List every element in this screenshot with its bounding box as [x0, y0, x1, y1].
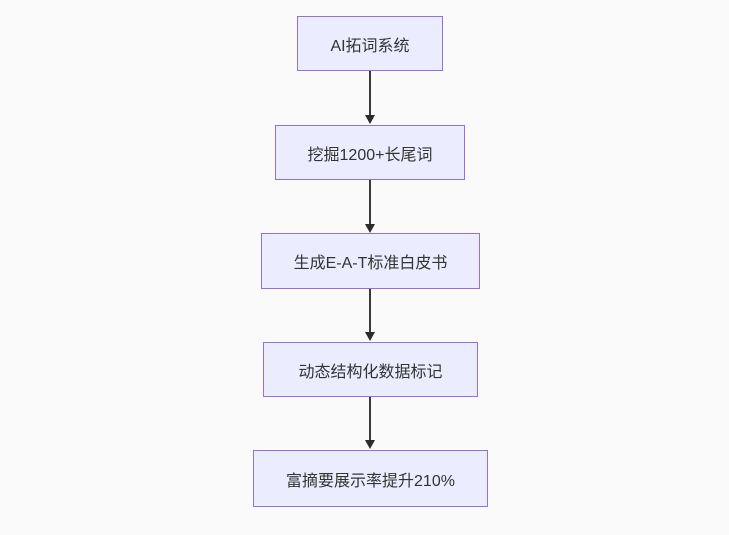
arrowhead-icon [365, 440, 375, 449]
arrowhead-icon [365, 115, 375, 124]
edge-line [369, 180, 371, 225]
edge-line [369, 289, 371, 333]
edge-arrow-b-to-c [364, 180, 376, 233]
flow-node-label: 富摘要展示率提升210% [286, 472, 455, 490]
flow-node-longtail-mining: 挖掘1200+长尾词 [275, 125, 465, 180]
edge-arrow-d-to-e [364, 397, 376, 449]
edge-arrow-c-to-d [364, 289, 376, 341]
flow-node-label: AI拓词系统 [330, 37, 410, 55]
edge-line [369, 397, 371, 441]
edge-line [369, 71, 371, 116]
flow-node-structured-data-markup: 动态结构化数据标记 [263, 342, 478, 397]
flow-node-label: 生成E-A-T标准白皮书 [293, 255, 448, 272]
flow-node-eat-whitepaper: 生成E-A-T标准白皮书 [261, 233, 480, 289]
arrowhead-icon [365, 224, 375, 233]
edge-arrow-a-to-b [364, 71, 376, 124]
flow-node-label: 动态结构化数据标记 [298, 363, 443, 381]
flow-node-rich-snippet-uplift: 富摘要展示率提升210% [253, 450, 488, 507]
flow-node-ai-keyword-system: AI拓词系统 [297, 16, 443, 71]
flow-node-label: 挖掘1200+长尾词 [307, 146, 433, 164]
arrowhead-icon [365, 332, 375, 341]
